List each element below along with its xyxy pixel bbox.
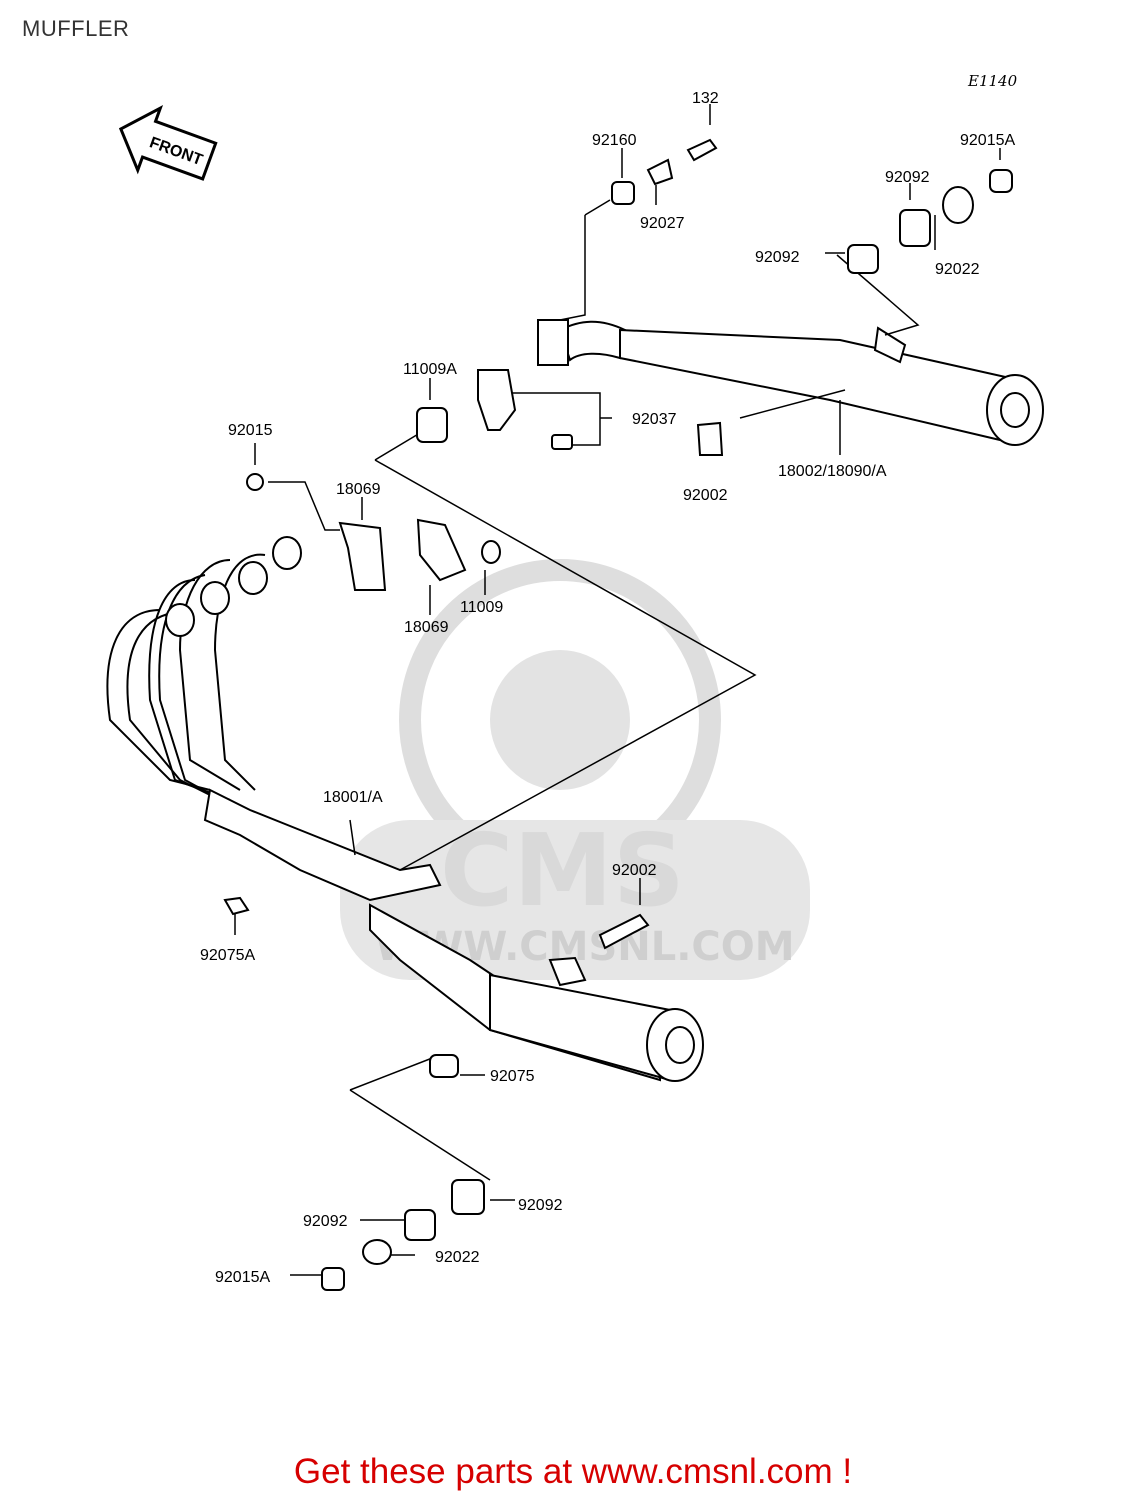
- leader-lines: [234, 104, 1001, 1276]
- part-label: 92092: [303, 1213, 348, 1230]
- part-label: 92092: [755, 249, 800, 266]
- part-label: 92002: [612, 862, 657, 879]
- exploded-diagram: CMS WWW.CMSNL.COM FRONT: [106, 90, 1044, 1291]
- part-label: 92075: [490, 1068, 535, 1085]
- part-label: 92015A: [215, 1269, 270, 1286]
- hardware-parts: [223, 138, 1013, 1291]
- part-label: 11009: [460, 599, 503, 616]
- watermark: CMS WWW.CMSNL.COM: [340, 559, 810, 980]
- part-label: 18069: [404, 619, 449, 636]
- part-label: 92037: [632, 411, 677, 428]
- part-label: 18001/A: [323, 789, 383, 806]
- part-label: 92027: [640, 215, 685, 232]
- cmsnl-banner-link[interactable]: Get these parts at www.cmsnl.com !: [293, 1452, 853, 1491]
- upper-muffler: [537, 319, 1044, 446]
- part-label: 92160: [592, 132, 637, 149]
- part-label: 92022: [435, 1249, 480, 1266]
- watermark-logo: CMS: [440, 812, 685, 929]
- part-label: 132: [692, 90, 719, 107]
- part-labels: 132 92160 92015A 92092 92027 92092 92022…: [200, 90, 1015, 1286]
- front-arrow: FRONT: [118, 105, 218, 181]
- part-label: 92015: [228, 422, 273, 439]
- part-label: 92092: [885, 169, 930, 186]
- lower-muffler: [369, 903, 704, 1082]
- page-title: MUFFLER: [22, 16, 130, 41]
- part-label: 92002: [683, 487, 728, 504]
- part-label: 11009A: [403, 361, 457, 378]
- part-label: 18069: [336, 481, 381, 498]
- diagram-code: E1140: [968, 72, 1018, 90]
- part-label: 92092: [518, 1197, 563, 1214]
- part-label: 18002/18090/A: [778, 463, 887, 480]
- part-label: 92022: [935, 261, 980, 278]
- part-label: 92075A: [200, 947, 255, 964]
- part-label: 92015A: [960, 132, 1015, 149]
- exhaust-headers: [106, 536, 442, 902]
